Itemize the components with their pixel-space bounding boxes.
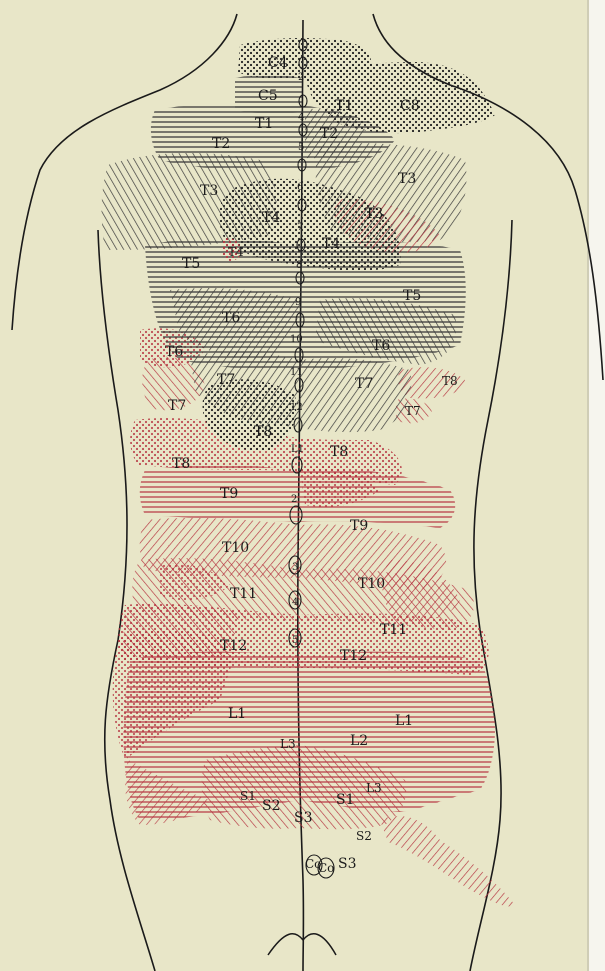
vertebra-number: 8 (296, 260, 302, 271)
label-T9-right: T9 (350, 518, 368, 534)
vertebra-number: 5 (292, 635, 298, 646)
vertebra-number: 5 (298, 142, 304, 153)
label-T7-center: T7 (217, 372, 235, 388)
label-T4-left-small: T4 (228, 245, 244, 259)
label-T11-right: T11 (380, 622, 407, 638)
label-T6-center: T6 (222, 310, 240, 326)
label-T8-center: T8 (254, 424, 272, 440)
vertebra-number: 11 (290, 367, 303, 378)
vertebra-number: 4 (298, 112, 304, 123)
label-Co-right: Co (318, 861, 334, 875)
label-S3-center: S3 (294, 810, 313, 826)
label-L1-left: L1 (228, 706, 246, 722)
label-T7-left: T7 (168, 398, 186, 414)
vertebra-number: 6 (297, 182, 303, 193)
label-T6-right: T6 (372, 338, 390, 354)
vertebra-number: 4 (292, 597, 298, 608)
label-T7-right: T7 (355, 376, 373, 392)
vertebra-number: 10 (290, 334, 303, 345)
label-S1-right: S1 (336, 792, 355, 808)
vertebra-number: L1 (291, 444, 304, 455)
vertebra-number: 2 (291, 494, 297, 505)
vertebra-number: 3 (292, 562, 298, 573)
label-T3-left: T3 (200, 183, 218, 199)
label-T3-right-upper: T3 (398, 171, 416, 187)
label-C4: C4 (268, 55, 288, 71)
vertebra-number: 2 (298, 72, 304, 83)
label-T1-right: T1 (335, 98, 353, 114)
label-T11-left: T11 (230, 586, 257, 602)
label-L1-right: L1 (395, 713, 413, 729)
label-S3-lower: S3 (338, 856, 357, 872)
label-T7-right-small: T7 (405, 404, 421, 418)
label-L3-left: L3 (280, 737, 296, 751)
label-T6-left: T6 (165, 344, 183, 360)
label-T5-right: T5 (403, 288, 421, 304)
label-T3-right-red: T3 (365, 206, 383, 222)
label-T2-right: T2 (320, 126, 338, 142)
vertebra-number: 7 (297, 222, 303, 233)
label-L2: L2 (350, 733, 368, 749)
label-T10-left: T10 (222, 540, 249, 556)
label-T2-left: T2 (212, 136, 230, 152)
label-T8-right-small: T8 (442, 374, 458, 388)
label-T12-right: T12 (340, 648, 367, 664)
torso-outline-right (470, 220, 512, 971)
label-S2-left: S2 (262, 798, 281, 814)
label-T9-left: T9 (220, 486, 238, 502)
label-T8-left: T8 (172, 456, 190, 472)
label-T1-left: T1 (255, 116, 273, 132)
page-edge (588, 0, 605, 971)
label-C5: C5 (258, 88, 278, 104)
vertebra-number: 9 (295, 297, 301, 308)
label-L3-right: L3 (366, 781, 382, 795)
label-S1-left: S1 (240, 789, 256, 803)
label-T10-right: T10 (358, 576, 385, 592)
buttock-cleft (268, 934, 336, 955)
label-T4-left: T4 (262, 210, 280, 226)
label-C8: C8 (400, 98, 420, 114)
label-T5-left: T5 (182, 256, 200, 272)
vertebra-number: 12 (290, 402, 303, 413)
label-T4-right: T4 (322, 236, 340, 252)
label-S2-right: S2 (356, 829, 372, 843)
label-T12-left: T12 (220, 638, 247, 654)
label-T8-right: T8 (330, 444, 348, 460)
